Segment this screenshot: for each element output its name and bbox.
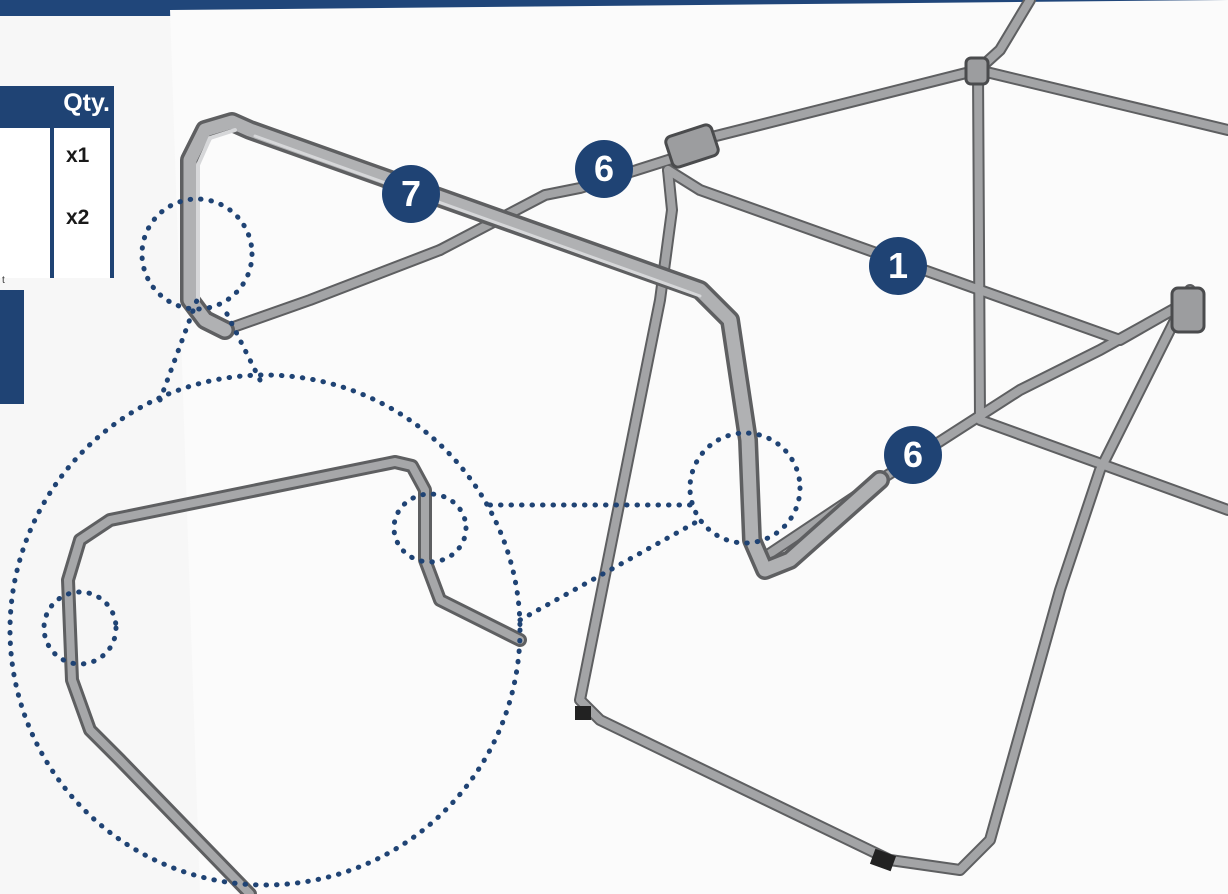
- dotted-detail-circle: [41, 589, 119, 667]
- table-row-qty: x1: [66, 144, 90, 167]
- parts-table-body: x1 x2 t: [0, 128, 114, 286]
- dotted-connector-line: [517, 517, 703, 623]
- dotted-detail-circle: [139, 196, 255, 312]
- part-callout-1: 1: [869, 237, 927, 295]
- table-footnote-mark: t: [2, 275, 5, 286]
- part-callout-6: 6: [575, 140, 633, 198]
- column-divider: [110, 128, 114, 278]
- parts-table-header: Qty.: [0, 86, 114, 128]
- side-tab: [0, 290, 24, 404]
- table-row-qty: x2: [66, 206, 90, 229]
- parts-table: Qty. x1 x2 t: [0, 86, 114, 286]
- dotted-detail-circle: [391, 491, 469, 565]
- part-callout-7: 7: [382, 165, 440, 223]
- dotted-connector-line: [157, 297, 200, 403]
- dotted-connector-line: [222, 307, 263, 383]
- dotted-detail-circle: [7, 372, 523, 888]
- qty-column-header: Qty.: [63, 89, 110, 117]
- dotted-detail-circle: [687, 430, 803, 546]
- part-callout-6: 6: [884, 426, 942, 484]
- column-divider: [50, 128, 54, 278]
